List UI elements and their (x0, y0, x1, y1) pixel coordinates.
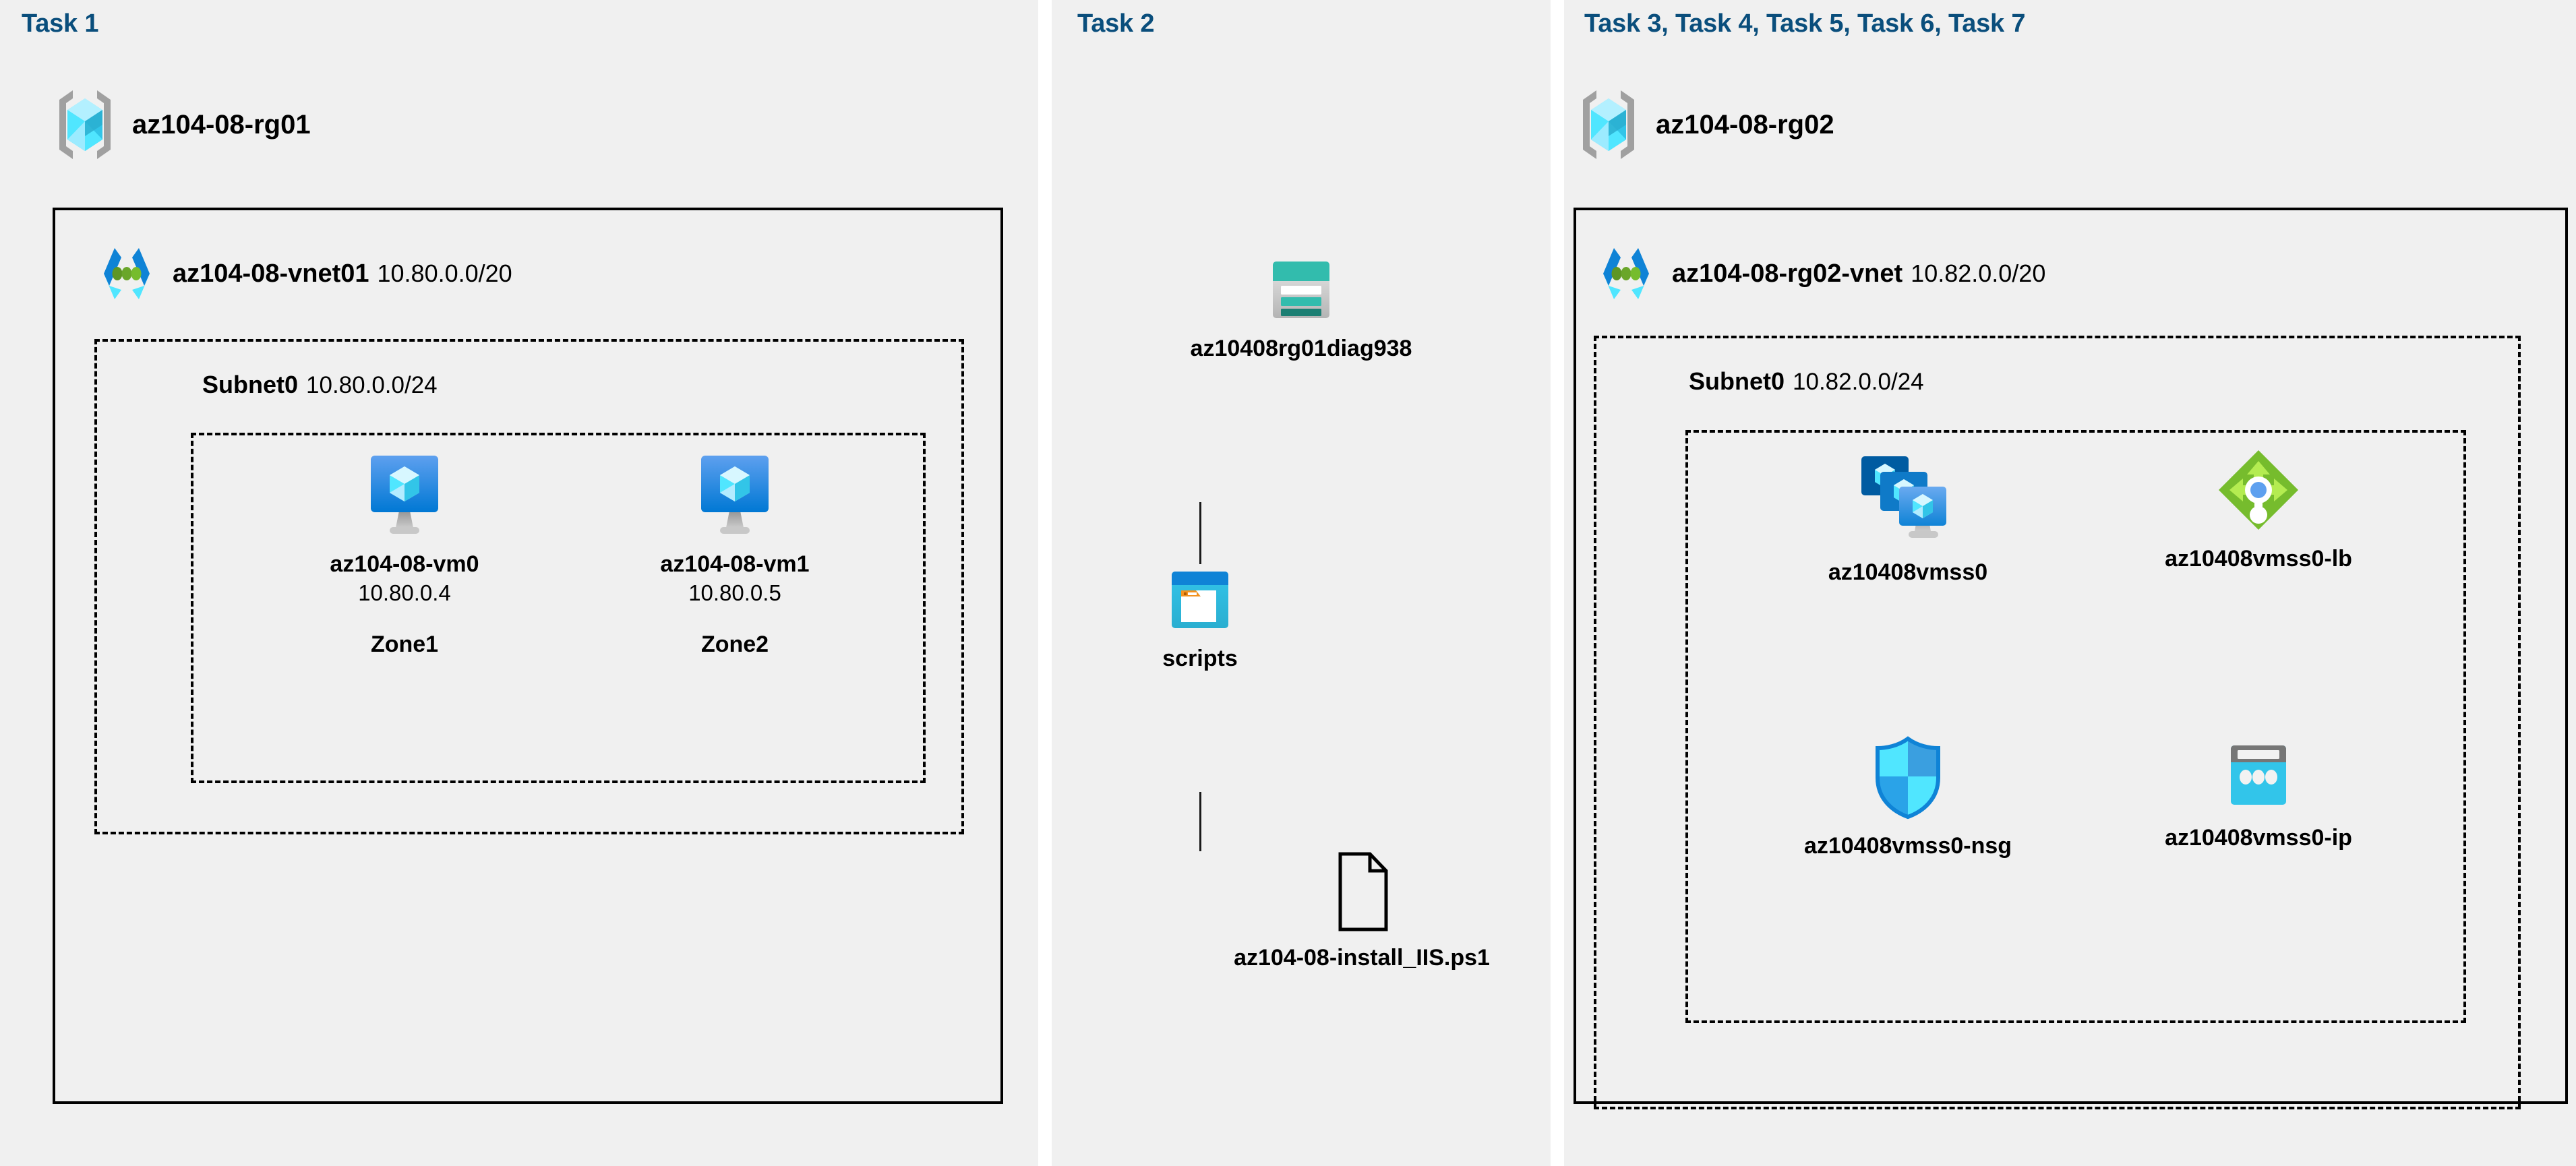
node-vmss: az10408vmss0 (1766, 453, 2049, 586)
node-ps1-file: az104-08-install_IIS.ps1 (1119, 851, 1605, 971)
node-name: scripts (1162, 646, 1238, 671)
document-file-icon (1328, 851, 1396, 933)
vnet-name: az104-08-rg02-vnet (1672, 259, 1903, 288)
vnet-box-rg02-vnet (1574, 208, 2568, 1104)
resource-group-name: az104-08-rg01 (132, 109, 311, 140)
virtual-network-icon (94, 241, 159, 306)
task1-label: Task 1 (22, 9, 99, 38)
subnet-title-subnet0: Subnet0 10.82.0.0/24 (1689, 367, 1924, 396)
node-name: az104-08-vm1 (660, 551, 810, 577)
subnet-cidr: 10.80.0.0/24 (306, 372, 438, 398)
load-balancer-icon (2215, 446, 2302, 534)
task1-panel: Task 1 az104-08-rg01 (0, 0, 1038, 1166)
resource-group-header-rg02: az104-08-rg02 (1576, 88, 1834, 162)
resource-group-name: az104-08-rg02 (1656, 109, 1834, 140)
connector-storage-to-container (1199, 502, 1201, 564)
subnet-name: Subnet0 (1689, 367, 1785, 395)
node-name: az104-08-install_IIS.ps1 (1234, 945, 1490, 971)
node-vm0: az104-08-vm0 10.80.0.4 Zone1 (290, 452, 519, 658)
virtual-machine-icon (364, 452, 445, 539)
subnet-cidr: 10.82.0.0/24 (1793, 369, 1924, 395)
node-name: az10408vmss0-ip (2165, 825, 2352, 851)
node-name: az10408rg01diag938 (1190, 336, 1412, 361)
node-zone: Zone2 (700, 632, 769, 657)
node-storage-account: az10408rg01diag938 (1119, 256, 1483, 362)
node-name: az10408vmss0-nsg (1803, 833, 2012, 859)
node-name: az10408vmss0 (1828, 559, 1988, 585)
network-security-group-icon (1871, 735, 1945, 821)
public-ip-address-icon (2221, 741, 2296, 813)
vnet-cidr: 10.82.0.0/20 (1911, 259, 2046, 287)
subnet-resources-box (1685, 430, 2466, 1023)
node-blob-container: scripts (1119, 566, 1281, 672)
subnet-box-subnet0 (1594, 336, 2521, 1109)
resource-group-icon (53, 88, 117, 162)
task2-panel: Task 2 az10408rg01diag938 (1052, 0, 1551, 1166)
virtual-network-icon (1594, 241, 1658, 306)
subnet-title-subnet0: Subnet0 10.80.0.0/24 (202, 371, 438, 399)
connector-container-to-file (1199, 792, 1201, 851)
storage-account-icon (1267, 256, 1335, 324)
node-vm1: az104-08-vm1 10.80.0.5 Zone2 (620, 452, 849, 658)
node-name: az104-08-vm0 (330, 551, 479, 577)
node-load-balancer: az10408vmss0-lb (2117, 446, 2400, 572)
vnet-name: az104-08-vnet01 (173, 259, 369, 288)
subnet-name: Subnet0 (202, 371, 299, 398)
vnet-title-text: az104-08-rg02-vnet 10.82.0.0/20 (1672, 259, 2045, 288)
subnet-box-subnet0 (94, 339, 964, 834)
resource-group-icon (1576, 88, 1641, 162)
node-name: az10408vmss0-lb (2165, 546, 2352, 572)
vnet-title-text: az104-08-vnet01 10.80.0.0/20 (173, 259, 512, 288)
node-public-ip: az10408vmss0-ip (2117, 741, 2400, 851)
vnet-cidr: 10.80.0.0/20 (377, 259, 512, 287)
virtual-machine-icon (694, 452, 775, 539)
blob-container-icon (1166, 566, 1234, 634)
vnet-box-vnet01 (53, 208, 1003, 1104)
vnet-header-vnet01: az104-08-vnet01 10.80.0.0/20 (94, 241, 512, 306)
task37-label: Task 3, Task 4, Task 5, Task 6, Task 7 (1584, 9, 2026, 38)
node-zone: Zone1 (370, 632, 439, 657)
task2-label: Task 2 (1077, 9, 1155, 38)
vnet-header-rg02-vnet: az104-08-rg02-vnet 10.82.0.0/20 (1594, 241, 2045, 306)
availability-zone-box (191, 433, 926, 783)
node-nsg: az10408vmss0-nsg (1766, 735, 2049, 859)
resource-group-header-rg01: az104-08-rg01 (53, 88, 311, 162)
vm-scale-set-icon (1857, 453, 1958, 547)
node-ip: 10.80.0.4 (358, 580, 451, 605)
task37-panel: Task 3, Task 4, Task 5, Task 6, Task 7 a… (1564, 0, 2576, 1166)
node-ip: 10.80.0.5 (688, 580, 781, 605)
